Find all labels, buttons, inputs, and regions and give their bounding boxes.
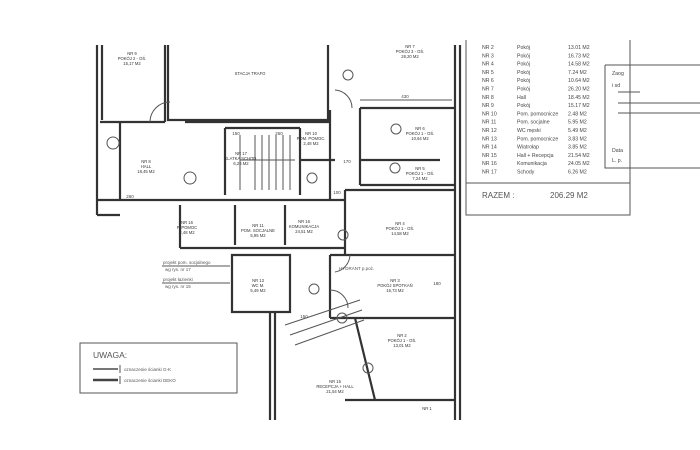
schedule-area: 15.17 M2 (568, 103, 590, 109)
dimension-labels: 430 170 260 150 260 100 150 180 (126, 94, 452, 319)
stairs (239, 135, 295, 190)
stamp-box: Zaog i sd Data L. p. (604, 64, 700, 169)
svg-text:NR 1: NR 1 (422, 406, 432, 411)
svg-text:Data: Data (612, 148, 623, 154)
schedule-area: 26.20 M2 (568, 87, 590, 93)
svg-text:150: 150 (232, 131, 240, 136)
svg-text:100: 100 (333, 190, 341, 195)
schedule-nr: NR 4 (482, 62, 494, 68)
svg-text:wg rys. nr 17: wg rys. nr 17 (165, 267, 191, 272)
svg-text:i sd: i sd (612, 83, 620, 89)
schedule-nr: NR 8 (482, 95, 494, 101)
total-value: 206.29 M2 (550, 191, 588, 200)
schedule-name: Hall (517, 95, 526, 101)
schedule-area: 5.95 M2 (568, 120, 587, 126)
schedule-name: Pokój (517, 45, 530, 51)
plan-notes: projekt pom. socjalnego wg rys. nr 17 pr… (162, 260, 374, 289)
schedule-name: Komunikacja (517, 161, 547, 167)
schedule-rows: NR 2 Pokój 13.01 M2 NR 3 Pokój 16.73 M2 NR 4 Po… (482, 45, 590, 176)
schedule-area: 21.54 M2 (568, 153, 590, 159)
schedule-nr: NR 2 (482, 45, 494, 51)
schedule-nr: NR 13 (482, 136, 497, 142)
legend: UWAGA: oznaczenie ścianki G-K oznaczenie… (79, 342, 238, 394)
schedule-name: Pokój (517, 62, 530, 68)
schedule-name: Pom. pomocnicze (517, 111, 558, 117)
svg-text:Zaog: Zaog (612, 71, 624, 77)
schedule-area: 3.85 M2 (568, 145, 587, 151)
schedule-nr: NR 17 (482, 170, 497, 176)
schedule-name: Hall + Recepcja (517, 153, 554, 159)
schedule-name: Schody (517, 170, 535, 176)
schedule-area: 2.48 M2 (568, 111, 587, 117)
walls (95, 45, 462, 420)
schedule-area: 16.73 M2 (568, 53, 590, 59)
schedule-area: 5.49 M2 (568, 128, 587, 134)
schedule-area: 18.45 M2 (568, 95, 590, 101)
schedule-area: 13.01 M2 (568, 45, 590, 51)
schedule-name: Pom. socjalne (517, 120, 550, 126)
schedule-nr: NR 6 (482, 78, 494, 84)
svg-text:UWAGA:: UWAGA: (93, 350, 127, 360)
schedule-name: Pokój (517, 53, 530, 59)
schedule-name: Pokój (517, 87, 530, 93)
doors (149, 89, 353, 309)
schedule-nr: NR 3 (482, 53, 494, 59)
schedule-area: 7.24 M2 (568, 70, 587, 76)
svg-text:260: 260 (126, 194, 134, 199)
schedule-name: Pokój (517, 70, 530, 76)
svg-text:180: 180 (433, 281, 441, 286)
svg-text:HYDRANT p.poż.: HYDRANT p.poż. (339, 266, 374, 271)
room-schedule-table (465, 40, 631, 216)
door-tags (106, 69, 402, 374)
svg-text:STACJA TRAFO: STACJA TRAFO (235, 71, 267, 76)
svg-text:oznaczenie ścianki G-K: oznaczenie ścianki G-K (124, 367, 171, 372)
schedule-area: 14.58 M2 (568, 62, 590, 68)
schedule-name: WC męski (517, 128, 541, 134)
schedule-nr: NR 12 (482, 128, 497, 134)
schedule-name: Wiatrołap (517, 145, 539, 151)
schedule-area: 10.64 M2 (568, 78, 590, 84)
svg-text:170: 170 (343, 159, 351, 164)
schedule-nr: NR 15 (482, 153, 497, 159)
svg-text:L. p.: L. p. (612, 158, 622, 164)
svg-text:projekt pom. socjalnego: projekt pom. socjalnego (163, 260, 211, 265)
schedule-nr: NR 9 (482, 103, 494, 109)
schedule-nr: NR 14 (482, 145, 497, 151)
svg-text:150: 150 (300, 314, 308, 319)
schedule-area: 3.83 M2 (568, 136, 587, 142)
schedule-area: 6.26 M2 (568, 170, 587, 176)
svg-text:430: 430 (401, 94, 409, 99)
schedule-area: 24.05 M2 (568, 161, 590, 167)
svg-text:projekt łazienki: projekt łazienki (163, 277, 193, 282)
svg-text:oznaczenie ścianki DEKO: oznaczenie ścianki DEKO (124, 378, 176, 383)
schedule-name: Pom. pomocnicze (517, 136, 558, 142)
schedule-nr: NR 7 (482, 87, 494, 93)
schedule-nr: NR 10 (482, 111, 497, 117)
schedule-name: Pokój (517, 103, 530, 109)
svg-text:260: 260 (275, 131, 283, 136)
schedule-nr: NR 5 (482, 70, 494, 76)
schedule-nr: NR 16 (482, 161, 497, 167)
total-label: RAZEM : (482, 191, 514, 200)
svg-text:wg rys. nr 15: wg rys. nr 15 (165, 284, 191, 289)
schedule-name: Pokój (517, 78, 530, 84)
schedule-nr: NR 11 (482, 120, 496, 126)
